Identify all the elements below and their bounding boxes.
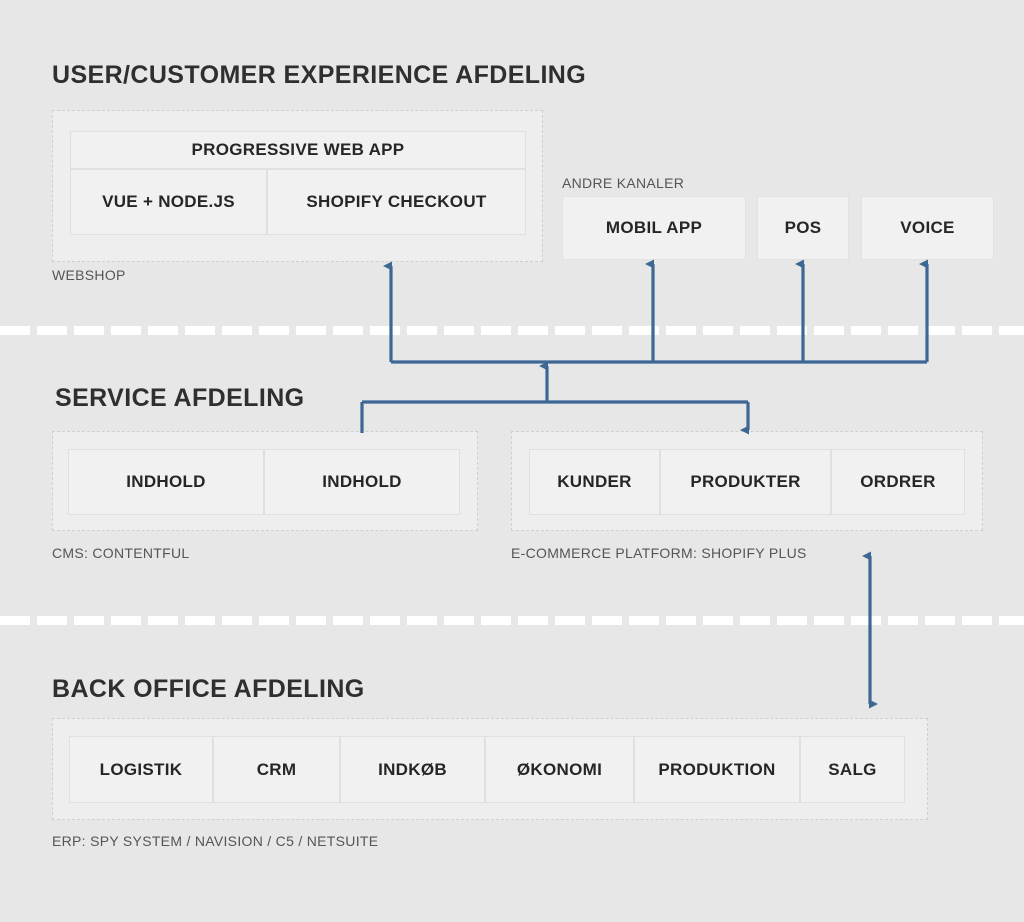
section-title-ux: USER/CUSTOMER EXPERIENCE AFDELING [52,61,587,89]
section-title-service: SERVICE AFDELING [55,384,305,412]
lane-divider-service-backoffice [0,616,1024,625]
section-title-backoffice: BACK OFFICE AFDELING [52,675,365,703]
tile-shopify-checkout[interactable]: SHOPIFY CHECKOUT [267,169,526,235]
caption-andre-kanaler: ANDRE KANALER [562,175,685,191]
tile-okonomi[interactable]: ØKONOMI [485,736,634,803]
tile-produkter[interactable]: PRODUKTER [660,449,831,515]
tile-mobil-app[interactable]: MOBIL APP [562,196,746,260]
tile-indhold-1[interactable]: INDHOLD [68,449,264,515]
caption-ecommerce: E-COMMERCE PLATFORM: SHOPIFY PLUS [511,545,807,561]
tile-progressive-web-app[interactable]: PROGRESSIVE WEB APP [70,131,526,169]
caption-cms: CMS: CONTENTFUL [52,545,190,561]
tile-crm[interactable]: CRM [213,736,340,803]
tile-indkob[interactable]: INDKØB [340,736,485,803]
tile-indhold-2[interactable]: INDHOLD [264,449,460,515]
tile-produktion[interactable]: PRODUKTION [634,736,800,803]
tile-vue-node[interactable]: VUE + NODE.JS [70,169,267,235]
caption-webshop: WEBSHOP [52,267,126,283]
tile-logistik[interactable]: LOGISTIK [69,736,213,803]
tile-voice[interactable]: VOICE [861,196,994,260]
lane-divider-ux-service [0,326,1024,335]
tile-pos[interactable]: POS [757,196,849,260]
caption-erp: ERP: SPY SYSTEM / NAVISION / C5 / NETSUI… [52,833,379,849]
tile-ordrer[interactable]: ORDRER [831,449,965,515]
tile-salg[interactable]: SALG [800,736,905,803]
tile-kunder[interactable]: KUNDER [529,449,660,515]
